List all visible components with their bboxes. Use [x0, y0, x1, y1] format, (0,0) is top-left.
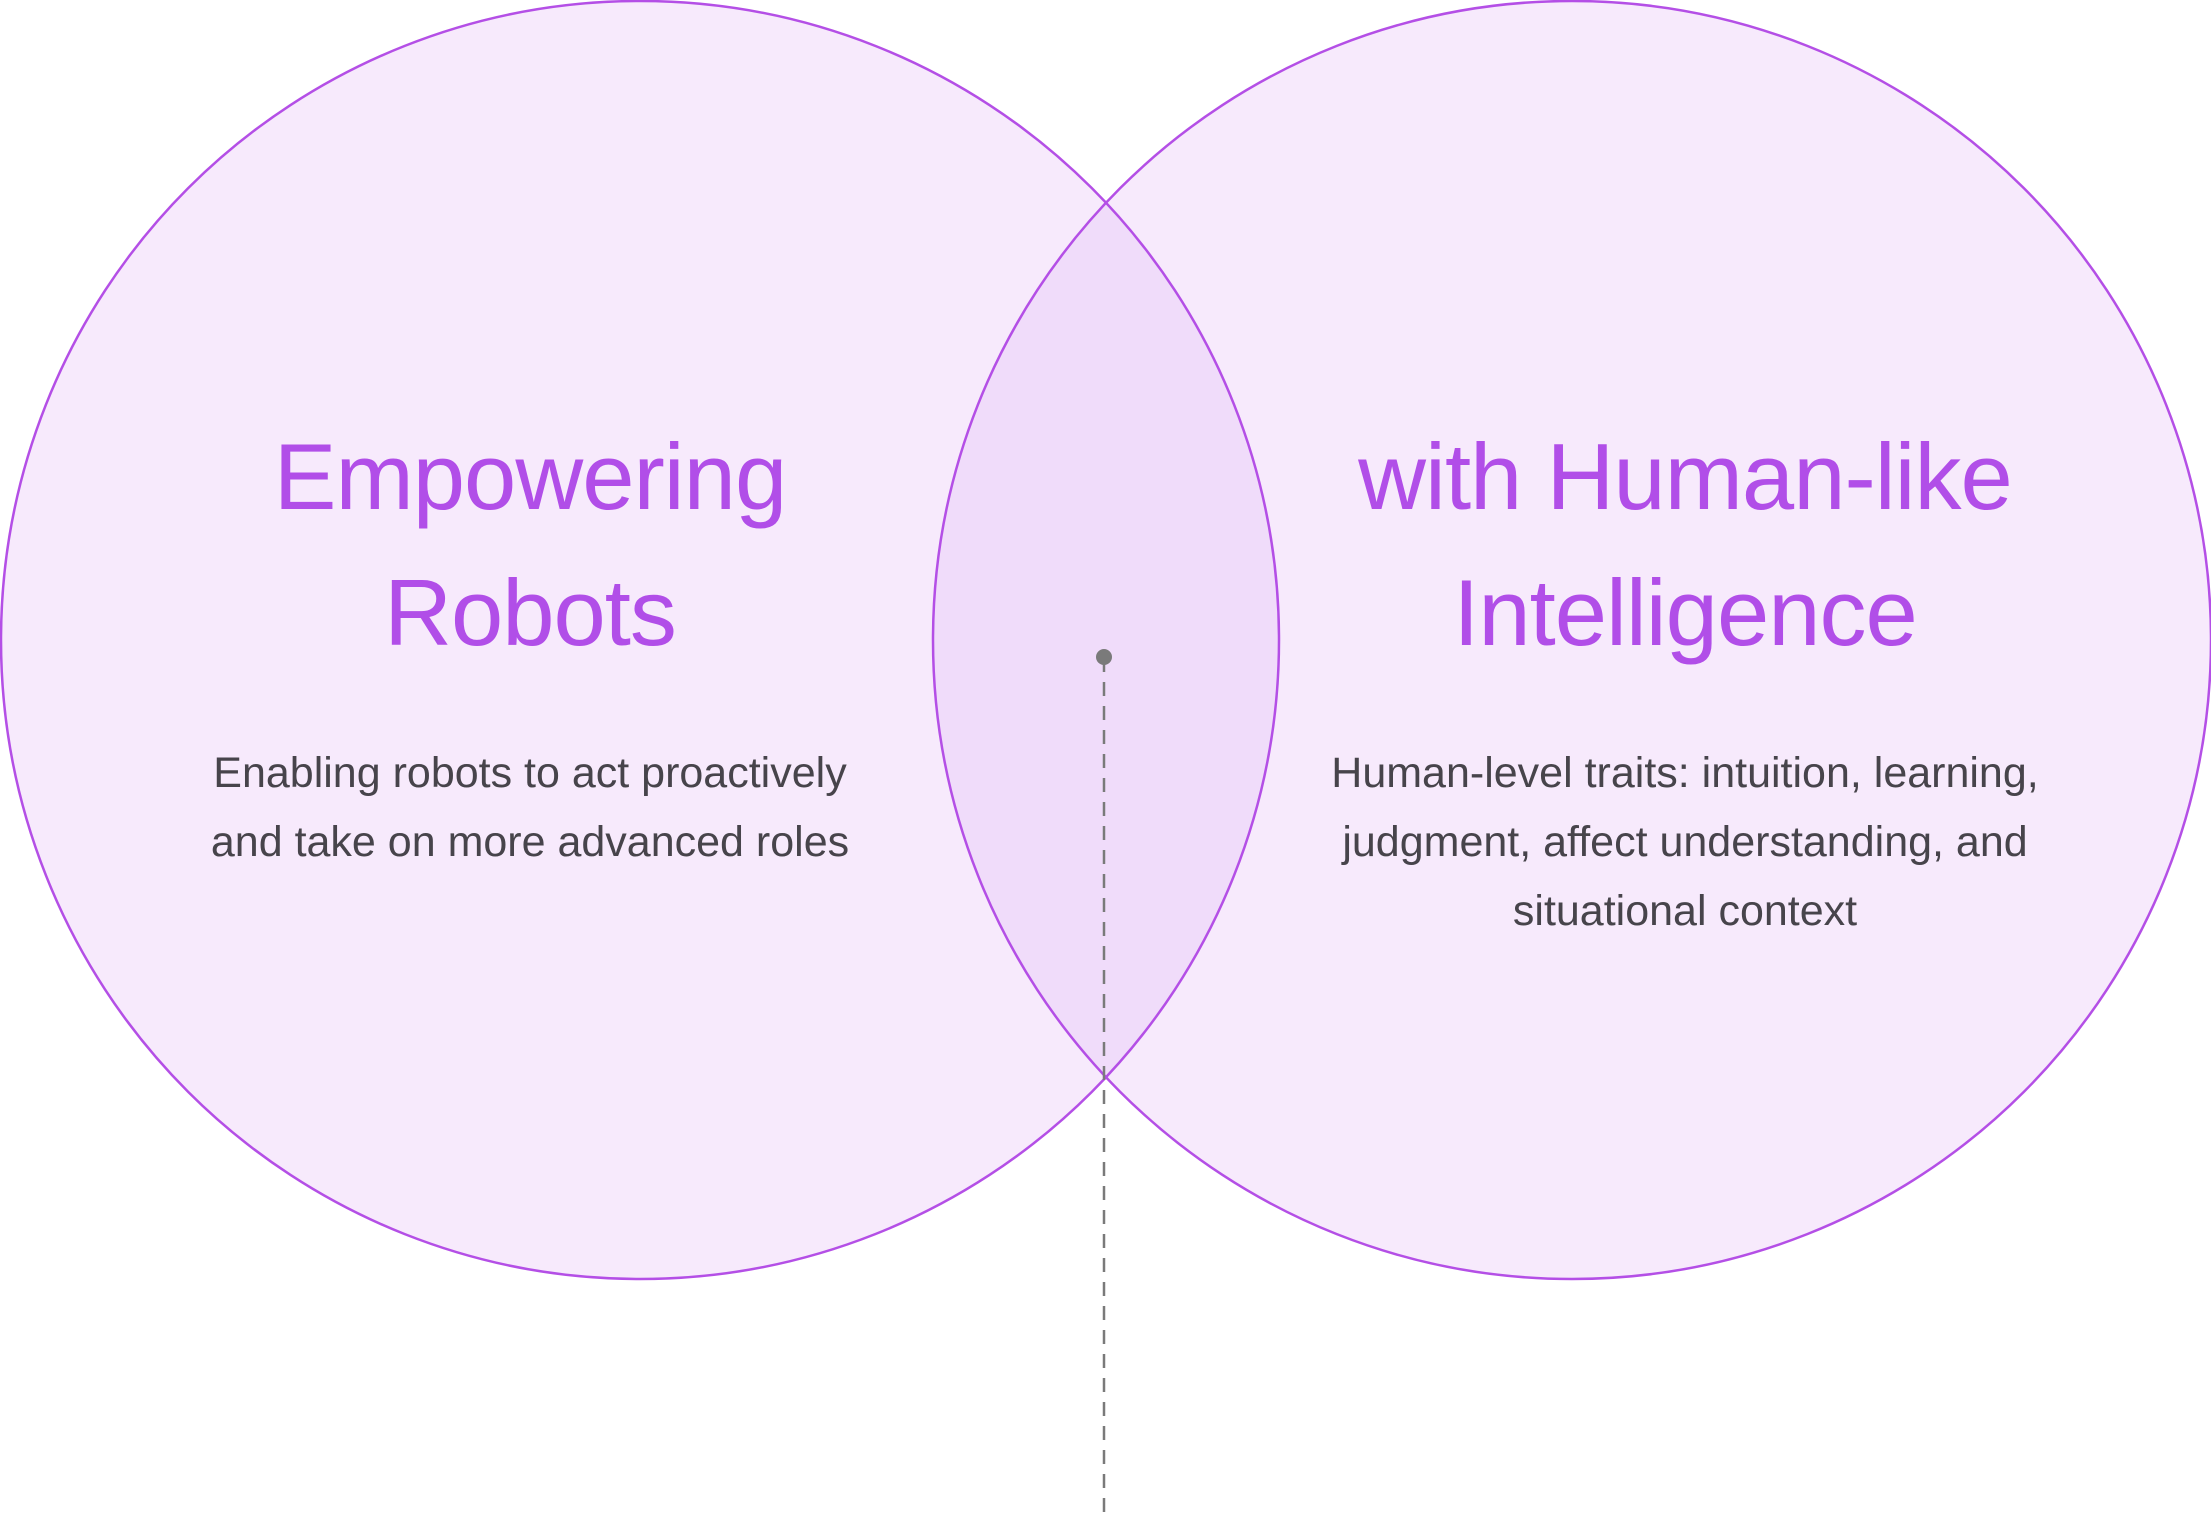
left-description-line-1: Enabling robots to act proactively	[213, 749, 847, 797]
left-heading: Empowering Robots	[140, 409, 920, 681]
right-heading-line-2: Intelligence	[1453, 560, 1918, 665]
left-circle-label: Empowering Robots Enabling robots to act…	[140, 409, 920, 877]
right-heading-line-1: with Human-like	[1358, 424, 2013, 529]
left-description-line-2: and take on more advanced roles	[210, 818, 850, 866]
right-description-line-2: judgment, affect understanding, and	[1342, 818, 2028, 866]
left-circle	[1, 1, 1279, 1279]
left-heading-line-1: Empowering	[273, 424, 787, 529]
left-description: Enabling robots to act proactively and t…	[140, 739, 920, 877]
connector-dot	[1096, 649, 1112, 665]
right-circle-outline	[931, 0, 2211, 1281]
right-circle-label: with Human-like Intelligence Human-level…	[1290, 409, 2080, 946]
left-heading-line-2: Robots	[384, 560, 677, 665]
right-circle	[933, 1, 2211, 1279]
right-heading: with Human-like Intelligence	[1290, 409, 2080, 681]
right-description-line-1: Human-level traits: intuition, learning,	[1331, 749, 2039, 797]
left-circle-outline	[0, 0, 1281, 1281]
right-description-line-3: situational context	[1512, 887, 1858, 935]
right-description: Human-level traits: intuition, learning,…	[1290, 739, 2080, 946]
